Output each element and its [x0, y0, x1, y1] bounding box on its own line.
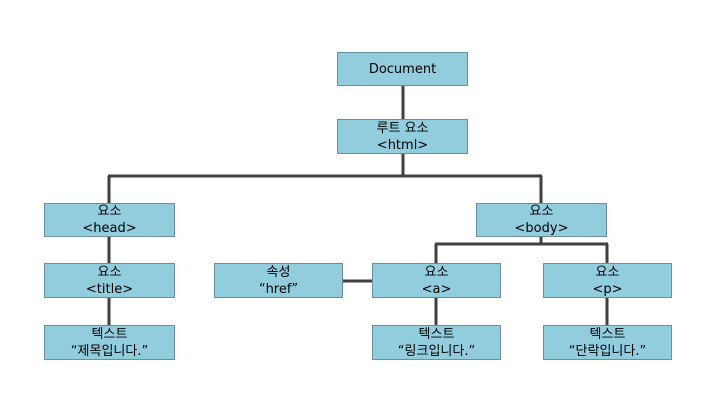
node-body: 요소 <body>	[476, 203, 607, 237]
node-attr-line1: 속성	[266, 264, 291, 280]
node-a: 요소 <a>	[372, 263, 501, 298]
node-a-line2: <a>	[421, 281, 452, 297]
node-title-line1: 요소	[97, 264, 122, 280]
node-attribute-href: 속성 “href”	[214, 263, 343, 298]
node-text-p-line1: 텍스트	[589, 326, 626, 342]
node-attr-line2: “href”	[258, 281, 299, 297]
node-body-line1: 요소	[529, 204, 554, 219]
node-root-html: 루트 요소 <html>	[337, 119, 468, 154]
node-text-a-line1: 텍스트	[418, 326, 455, 342]
node-text-a-line2: “링크입니다.”	[397, 343, 476, 359]
node-p-line1: 요소	[595, 264, 620, 280]
node-head-line1: 요소	[97, 204, 122, 219]
node-root-line1: 루트 요소	[376, 120, 429, 136]
node-p-line2: <p>	[592, 281, 623, 297]
node-text-a: 텍스트 “링크입니다.”	[372, 325, 501, 360]
node-root-line2: <html>	[376, 137, 429, 153]
node-document: Document	[337, 52, 468, 86]
node-body-line2: <body>	[514, 221, 569, 236]
node-text-p: 텍스트 “단락입니다.”	[543, 325, 672, 360]
node-text-title: 텍스트 “제목입니다.”	[44, 325, 175, 360]
node-text-title-line1: 텍스트	[91, 326, 128, 342]
node-title: 요소 <title>	[44, 263, 175, 298]
node-a-line1: 요소	[424, 264, 449, 280]
node-head: 요소 <head>	[44, 203, 175, 237]
node-title-line2: <title>	[85, 281, 134, 297]
node-text-title-line2: “제목입니다.”	[70, 343, 149, 359]
node-document-label: Document	[368, 61, 437, 77]
node-text-p-line2: “단락입니다.”	[568, 343, 647, 359]
node-head-line2: <head>	[82, 221, 137, 236]
node-p: 요소 <p>	[543, 263, 672, 298]
